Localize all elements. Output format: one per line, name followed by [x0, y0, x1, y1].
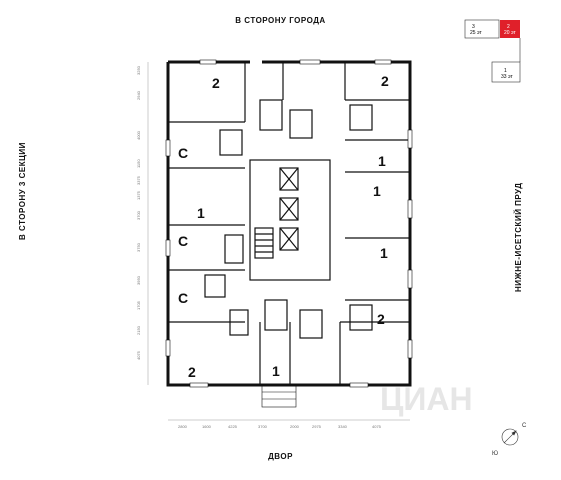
entrance-balcony [261, 384, 297, 408]
compass-north: С [522, 423, 527, 429]
apartment-label: С [178, 145, 188, 161]
dimension-label: 2150 [136, 325, 141, 335]
watermark: ЦИАН [380, 381, 473, 417]
section-3-floors: 25 эт [470, 30, 482, 36]
dimension-label: 4075 [136, 350, 141, 360]
windows [165, 59, 413, 388]
dimension-label: 2940 [136, 90, 141, 100]
dimension-label: 2000 [290, 424, 300, 429]
section-1-number: 1 [504, 68, 507, 74]
dimension-label: 3250 [136, 65, 141, 75]
apartment-label: 1 [378, 153, 386, 169]
dimension-label: 3340 [338, 424, 348, 429]
direction-bottom: ДВОР [268, 452, 293, 461]
direction-top: В СТОРОНУ ГОРОДА [235, 16, 326, 25]
apartment-label: С [178, 290, 188, 306]
dimension-label: 1150 [136, 159, 141, 168]
apartment-label: С [178, 233, 188, 249]
apartment-label: 2 [381, 73, 389, 89]
dimension-label: 2975 [312, 424, 322, 429]
dimension-label: 3700 [258, 424, 268, 429]
outer-walls [166, 60, 412, 387]
dimension-label: 4000 [136, 130, 141, 140]
dimension-label: 3375 [136, 175, 141, 185]
section-1-floors: 33 эт [501, 74, 513, 80]
apartment-label: 2 [377, 311, 385, 327]
section-2-number: 2 [507, 24, 510, 30]
dimension-label: 3750 [136, 242, 141, 252]
apartment-label: 1 [197, 205, 205, 221]
compass [501, 428, 519, 446]
dimension-label: 1375 [136, 190, 141, 200]
apartment-label: 1 [380, 245, 388, 261]
section-2-floors: 20 эт [504, 30, 516, 36]
dimension-label: 2800 [178, 424, 188, 429]
apartment-label: 2 [212, 75, 220, 91]
dimension-label: 1600 [202, 424, 212, 429]
section-3-number: 3 [472, 24, 475, 30]
dimension-label: 3700 [136, 210, 141, 220]
section-map: 3 25 эт 2 20 эт 1 33 эт [464, 19, 521, 83]
dimension-label: 3950 [136, 275, 141, 285]
apartment-label: 1 [373, 183, 381, 199]
interior-walls [168, 62, 410, 385]
dimension-label: 4075 [372, 424, 382, 429]
dimension-label: 1705 [136, 300, 141, 310]
apartment-label: 1 [272, 363, 280, 379]
dimension-label: 4225 [228, 424, 238, 429]
compass-south: Ю [492, 451, 498, 457]
apartment-label: 2 [188, 364, 196, 380]
